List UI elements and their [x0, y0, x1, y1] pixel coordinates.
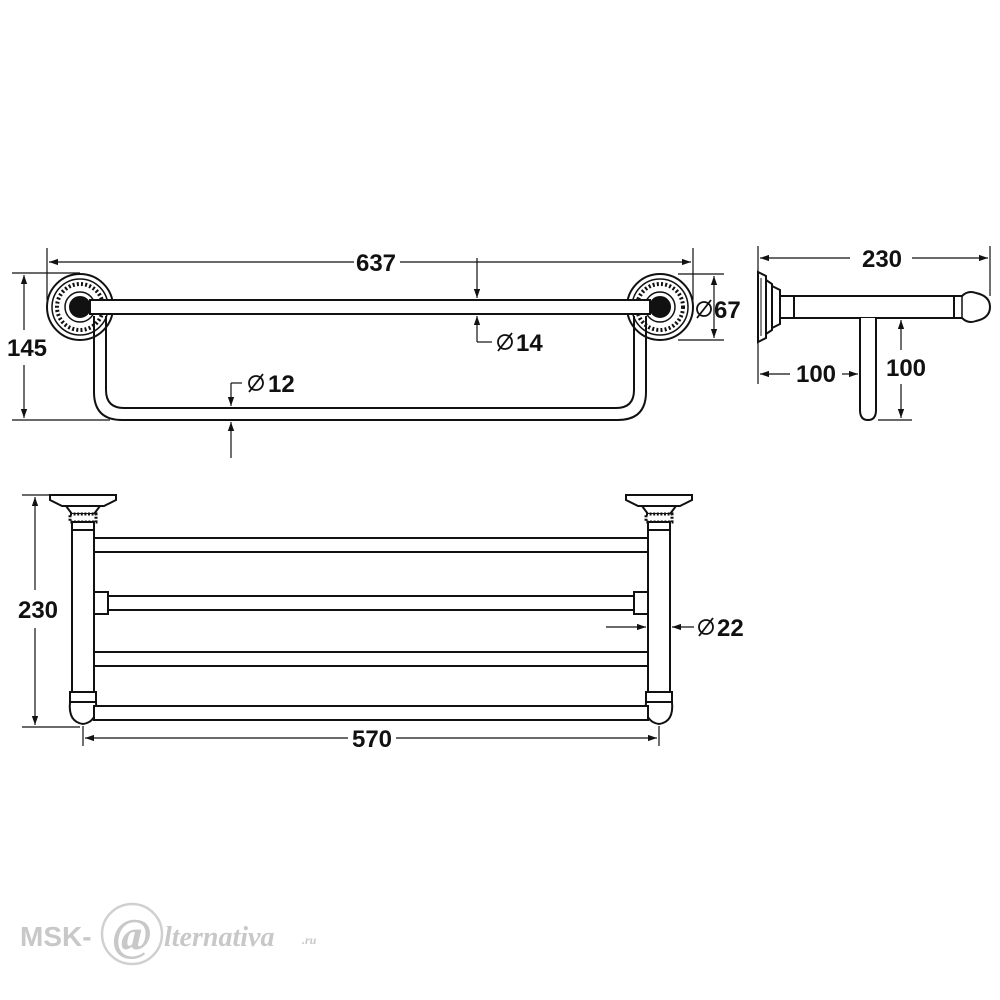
front-bar-2 [107, 595, 635, 611]
top-view [12, 248, 724, 458]
label-67: 67 [714, 297, 741, 324]
label-637: 637 [356, 250, 396, 277]
label-12: 12 [268, 371, 295, 398]
diameter-icon-12 [248, 373, 264, 393]
watermark-symbol: @ [113, 909, 151, 960]
label-front-570: 570 [352, 726, 392, 753]
label-side-100-v: 100 [886, 355, 926, 382]
wall-flange [757, 270, 767, 344]
right-mount [625, 494, 693, 726]
side-arm [793, 295, 955, 319]
u-bar-inner [105, 316, 635, 409]
dim-637 [46, 248, 694, 300]
side-hanging-bar [859, 318, 877, 422]
watermark-prefix: MSK- [20, 921, 92, 952]
left-mount [49, 494, 117, 726]
top-bar [89, 299, 651, 315]
dim-145 [12, 272, 110, 421]
u-bar-outer [93, 316, 647, 421]
front-bar-4 [93, 705, 649, 721]
label-14: 14 [516, 330, 543, 357]
diameter-icon-14 [497, 332, 513, 352]
label-side-230: 230 [862, 246, 902, 273]
dim-side-100-h [757, 342, 858, 384]
diameter-icon-22 [698, 617, 714, 637]
label-145: 145 [7, 335, 47, 362]
label-front-230: 230 [18, 597, 58, 624]
watermark-logo: MSK- @ lternativa .ru [20, 902, 317, 966]
diameter-icon-67 [696, 299, 712, 319]
dim-side-230 [757, 246, 991, 296]
dim-front-230 [22, 494, 80, 728]
dim-12 [227, 382, 242, 458]
label-front-22: 22 [717, 615, 744, 642]
front-bar-1 [93, 537, 649, 553]
watermark-suffix: lternativa [164, 922, 274, 953]
dim-front-570 [82, 726, 660, 746]
watermark-domain: .ru [302, 933, 317, 947]
front-view [22, 494, 694, 746]
dim-67 [678, 273, 724, 341]
front-bar-3 [93, 651, 649, 667]
label-side-100-h: 100 [796, 361, 836, 388]
dim-side-100-v [878, 320, 912, 421]
dim-14 [473, 258, 492, 343]
side-view [757, 246, 992, 422]
